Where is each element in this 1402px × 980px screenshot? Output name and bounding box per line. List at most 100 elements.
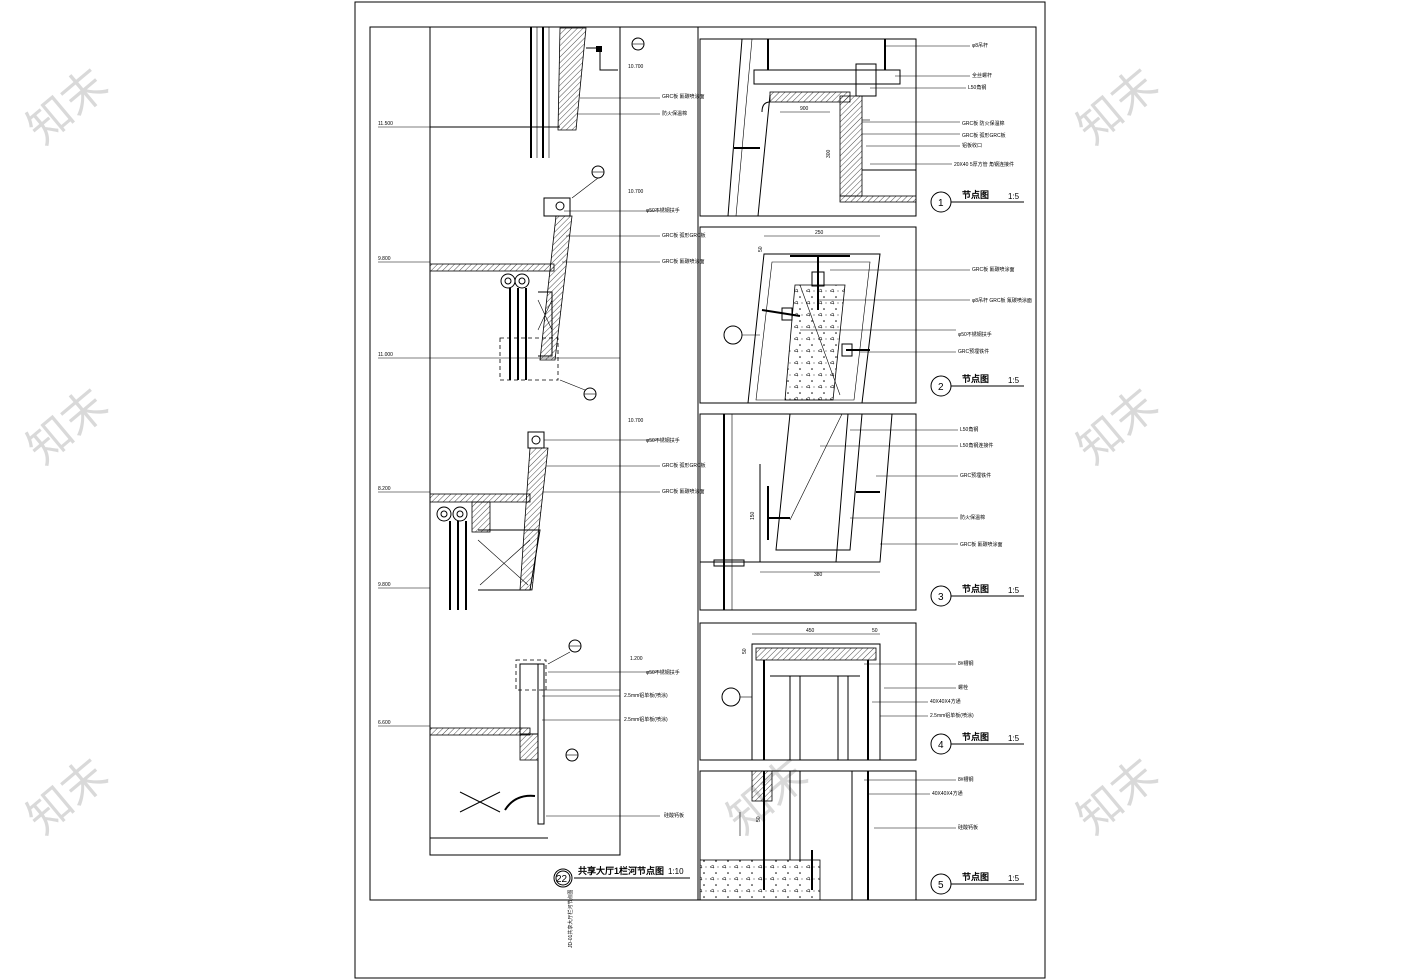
dimension-text: 150 (750, 511, 756, 520)
note-label: 硅酸钙板 (664, 812, 684, 819)
detail-3-leaders: L50角钢 L50角钢连接件 GRC预埋铁件 防火保温棉 GRC板 氟碳喷涂面 (820, 426, 1003, 548)
dimension-text: 900 (800, 106, 809, 112)
detail-number: 5 (938, 880, 944, 891)
level-mark: 10.700 (628, 189, 644, 195)
note-label: GRC板 弧形GRC板 (962, 132, 1006, 139)
note-label: 硅酸钙板 (958, 824, 978, 831)
note-label: L50角钢 (968, 84, 986, 91)
level-mark: 8.200 (378, 486, 391, 492)
detail-scale: 1:10 (668, 867, 684, 876)
segment-4: 6.600 1.200 φ50不锈钢扶手 2.5mm铝单板(喷涂) 2.5mm铝… (378, 639, 684, 839)
detail-scale: 1:5 (1008, 586, 1020, 595)
note-label: φ8吊杆 GRC板 氟碳喷涂面 (972, 297, 1032, 304)
note-label: 2.5mm铝单板(喷涂) (624, 692, 668, 699)
dimension-text: 50 (756, 816, 762, 822)
watermarks: 知末 知末 知末 知末 知末 知末 知末 (18, 59, 1168, 845)
detail-number: 3 (938, 592, 944, 603)
note-label: GRC预埋铁件 (958, 348, 989, 355)
note-label: L50角钢 (960, 426, 978, 433)
segment-1: 11.500 10.700 GRC板 氟碳喷涂面 防火保温棉 (378, 27, 705, 158)
detail-title: 共享大厅1栏河节点图 (578, 865, 664, 876)
note-label: GRC板 弧形GRC板 (662, 232, 706, 239)
watermark-text: 知末 (18, 749, 118, 845)
note-label: 防火保温棉 (960, 514, 985, 521)
detail-number: 4 (938, 740, 944, 751)
watermark-text: 知末 (18, 379, 118, 475)
detail-title: 节点图 (962, 373, 989, 384)
note-label: L50角钢连接件 (960, 442, 993, 449)
segment-3: 8.200 9.800 10.700 φ50不锈钢扶手 GRC板 弧形GRC板 … (378, 418, 706, 610)
main-detail-title: 22 共享大厅1栏河节点图 1:10 (553, 865, 690, 888)
note-label: GRC预埋铁件 (960, 472, 991, 479)
sheet-side-note: JD-01共享大厅栏河节点图 (567, 890, 574, 948)
detail-scale: 1:5 (1008, 734, 1020, 743)
dimension-text: 380 (814, 572, 823, 578)
note-label: 全丝螺杆 (972, 72, 992, 79)
detail-number-circle (553, 868, 573, 888)
dimension-text: 300 (826, 149, 832, 158)
watermark-text: 知末 (1068, 749, 1168, 845)
level-mark: 11.500 (378, 121, 393, 127)
level-mark: 10.700 (628, 64, 644, 70)
detail-1: 900 300 φ8吊杆 全丝螺杆 L50角钢 GRC板 防火保温棉 GRC板 … (699, 38, 1024, 217)
sheet-border (354, 1, 1046, 979)
detail-number: 1 (938, 198, 944, 209)
note-label: φ50不锈钢扶手 (958, 331, 992, 338)
detail-2-leaders: GRC板 氟碳喷涂面 φ8吊杆 GRC板 氟碳喷涂面 φ50不锈钢扶手 GRC预… (800, 266, 1032, 355)
note-label: φ8吊杆 (972, 42, 988, 49)
note-label: 8#槽钢 (958, 660, 974, 667)
note-label: 2.5mm铝单板(喷涂) (624, 716, 668, 723)
detail-3: 380 150 L50角钢 L50角钢连接件 GRC预埋铁件 防火保温棉 GRC… (699, 413, 1024, 611)
note-label: 防火保温棉 (662, 110, 687, 117)
detail-1-leaders: φ8吊杆 全丝螺杆 L50角钢 GRC板 防火保温棉 GRC板 弧形GRC板 铝… (862, 42, 1014, 168)
level-mark: 1.200 (630, 656, 643, 662)
main-section-detail: 11.500 10.700 GRC板 氟碳喷涂面 防火保温棉 (378, 26, 706, 888)
detail-scale: 1:5 (1008, 874, 1020, 883)
detail-2: 250 50 GRC板 氟碳喷涂面 φ8吊杆 GRC板 氟碳喷涂面 φ50不锈钢… (699, 226, 1032, 404)
segment-2: 9.800 11.000 10.700 φ50不锈钢扶手 GRC板 弧形GRC板… (378, 165, 706, 401)
level-mark: 9.800 (378, 256, 391, 262)
dimension-text: 50 (742, 648, 748, 654)
note-label: GRC板 氟碳喷涂面 (662, 488, 705, 495)
level-mark: 9.800 (378, 582, 391, 588)
note-label: 2.5mm铝单板(喷涂) (930, 712, 974, 719)
level-mark: 10.700 (628, 418, 644, 424)
note-label: GRC板 氟碳喷涂面 (662, 258, 705, 265)
detail-4: 450 50 50 8#槽钢 螺栓 40X40X4方通 2.5mm铝单板(喷涂)… (699, 622, 1024, 761)
detail-4-leaders: 8#槽钢 螺栓 40X40X4方通 2.5mm铝单板(喷涂) (864, 660, 974, 719)
detail-5-leaders: 8#槽钢 40X40X4方通 硅酸钙板 (864, 776, 978, 831)
detail-title: 节点图 (962, 731, 989, 742)
watermark-text: 知末 (1068, 59, 1168, 155)
detail-title: 节点图 (962, 583, 989, 594)
detail-title: 节点图 (962, 189, 989, 200)
note-label: GRC板 防火保温棉 (962, 120, 1005, 127)
detail-number: 2 (938, 382, 944, 393)
dimension-text: 50 (758, 246, 764, 252)
detail-scale: 1:5 (1008, 192, 1020, 201)
note-label: φ50不锈钢扶手 (646, 669, 680, 676)
detail-title: 节点图 (962, 871, 989, 882)
dimension-text: 450 (806, 628, 815, 634)
note-label: GRC板 氟碳喷涂面 (662, 93, 705, 100)
detail-scale: 1:5 (1008, 376, 1020, 385)
note-label: 铝板收口 (962, 142, 982, 149)
note-label: φ50不锈钢扶手 (646, 207, 680, 214)
watermark-text: 知末 (18, 59, 118, 155)
note-label: 20X40 5厚方管 角钢连接件 (954, 161, 1014, 168)
note-label: 40X40X4方通 (930, 698, 961, 705)
note-label: GRC板 弧形GRC板 (662, 462, 706, 469)
note-label: GRC板 氟碳喷涂面 (960, 541, 1003, 548)
note-label: GRC板 氟碳喷涂面 (972, 266, 1015, 273)
watermark-text: 知末 (1068, 379, 1168, 475)
note-label: 8#槽钢 (958, 776, 974, 783)
level-mark: 11.000 (378, 352, 393, 358)
dimension-text: 250 (815, 230, 824, 236)
note-label: φ50不锈钢扶手 (646, 437, 680, 444)
note-label: 螺栓 (958, 684, 968, 691)
detail-5: 50 8#槽钢 40X40X4方通 硅酸钙板 5 节点图 1:5 (699, 770, 1024, 901)
detail-number: 22 (556, 874, 568, 885)
dimension-text: 50 (872, 628, 878, 634)
level-mark: 6.600 (378, 720, 391, 726)
note-label: 40X40X4方通 (932, 790, 963, 797)
